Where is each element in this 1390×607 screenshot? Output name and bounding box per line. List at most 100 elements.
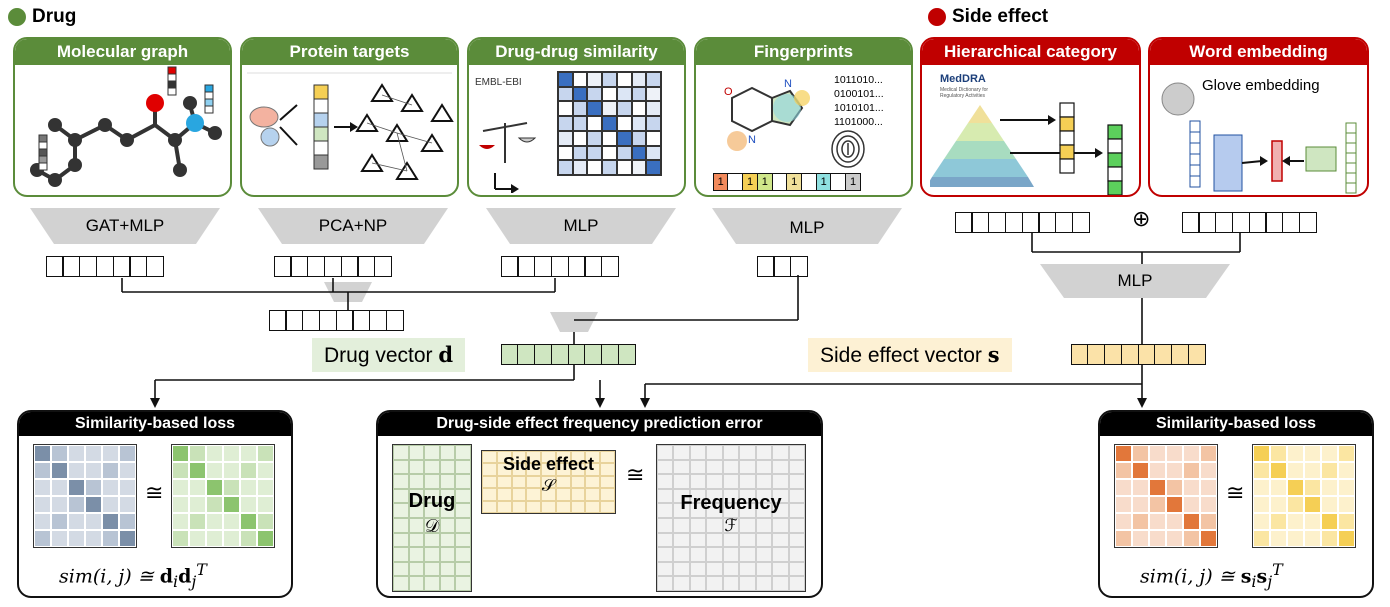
matrix-cell — [455, 459, 471, 475]
frequency-matrix — [656, 444, 806, 592]
matrix-cell — [223, 530, 240, 547]
matrix-cell — [755, 459, 773, 475]
matrix-cell — [1115, 445, 1132, 462]
matrix-cell — [558, 86, 573, 102]
matrix-cell — [616, 145, 632, 161]
matrix-cell — [439, 488, 456, 504]
matrix-cell — [439, 547, 456, 562]
matrix-cell — [602, 116, 617, 131]
matrix-cell — [788, 561, 805, 577]
molecule-graph-icon — [30, 66, 222, 187]
matrix-cell — [102, 530, 119, 547]
matrix-cell — [739, 576, 756, 591]
matrix-cell — [572, 130, 588, 146]
vector-cell — [95, 256, 114, 277]
vector-cell — [62, 256, 81, 277]
vector-cell — [335, 310, 354, 331]
matrix-cell — [600, 475, 615, 489]
vector-cell — [550, 344, 569, 365]
protein-network-icon — [247, 72, 454, 180]
matrix-cell — [1149, 513, 1166, 530]
matrix-cell — [585, 475, 601, 489]
matrix-cell — [85, 445, 102, 462]
matrix-cell — [706, 532, 723, 548]
matrix-cell — [631, 101, 647, 117]
matrix-cell — [526, 451, 542, 464]
matrix-cell — [1321, 445, 1338, 462]
matrix-cell — [788, 459, 805, 475]
matrix-cell — [119, 445, 136, 462]
matrix-cell — [555, 475, 571, 489]
vector-cell — [1198, 212, 1217, 233]
matrix-cell — [1132, 513, 1149, 530]
side-matrix-label: Side effect — [502, 454, 595, 474]
bit-row: 1011010... — [834, 74, 883, 86]
matrix-cell — [511, 488, 527, 501]
matrix-cell — [1149, 496, 1166, 513]
matrix-cell — [189, 462, 206, 479]
matrix-cell — [102, 513, 119, 530]
matrix-cell — [206, 479, 223, 496]
matrix-cell — [1200, 513, 1217, 530]
matrix-cell — [408, 576, 425, 591]
fp-cell: 1 — [742, 173, 759, 191]
svg-text:N: N — [748, 134, 756, 146]
vector-cell — [285, 310, 304, 331]
matrix-cell — [482, 475, 497, 489]
matrix-cell — [424, 547, 440, 562]
matrix-cell — [1253, 513, 1270, 530]
word-embedding-panel: Word embedding Glove embedding — [1148, 37, 1369, 197]
matrix-cell — [455, 576, 471, 591]
matrix-cell — [1304, 513, 1321, 530]
matrix-cell — [689, 503, 707, 518]
matrix-cell — [657, 488, 674, 504]
matrix-cell — [424, 503, 440, 518]
matrix-cell — [1183, 530, 1200, 547]
matrix-cell — [689, 517, 707, 533]
matrix-cell — [439, 474, 456, 489]
matrix-cell — [739, 547, 756, 562]
molecular-graph-title: Molecular graph — [15, 39, 230, 65]
matrix-cell — [585, 488, 601, 501]
matrix-cell — [689, 532, 707, 548]
matrix-cell — [646, 86, 661, 102]
meddra-logo: MedDRA — [940, 73, 986, 85]
matrix-cell — [772, 503, 789, 518]
matrix-cell — [393, 576, 409, 591]
matrix-cell — [1200, 530, 1217, 547]
approx-symbol: ≅ — [145, 480, 164, 505]
matrix-cell — [631, 116, 647, 131]
svg-text:O: O — [724, 86, 733, 98]
matrix-cell — [772, 459, 789, 475]
matrix-cell — [1338, 479, 1355, 496]
protein-targets-panel: Protein targets — [240, 37, 459, 197]
matrix-cell — [119, 530, 136, 547]
matrix-cell — [1270, 496, 1287, 513]
matrix-cell — [424, 576, 440, 591]
matrix-cell — [408, 459, 425, 475]
side-vector — [1070, 344, 1206, 365]
matrix-cell — [1287, 462, 1304, 479]
matrix-cell — [558, 101, 573, 117]
frequency-error-title: Drug-side effect frequency prediction er… — [378, 412, 821, 436]
matrix-cell — [1200, 445, 1217, 462]
fp-cell: 1 — [845, 173, 862, 191]
matrix-cell — [772, 561, 789, 577]
vector-cell — [373, 256, 392, 277]
matrix-cell — [657, 503, 674, 518]
matrix-cell — [455, 517, 471, 533]
matrix-cell — [1115, 513, 1132, 530]
matrix-cell — [408, 445, 425, 460]
matrix-cell — [511, 451, 527, 464]
matrix-cell — [1304, 462, 1321, 479]
matrix-cell — [34, 479, 51, 496]
matrix-cell — [393, 561, 409, 577]
matrix-cell — [1287, 496, 1304, 513]
matrix-cell — [541, 500, 556, 513]
matrix-cell — [511, 475, 527, 489]
matrix-cell — [393, 547, 409, 562]
matrix-cell — [102, 462, 119, 479]
vector-cell — [617, 344, 636, 365]
vector-cell — [600, 256, 619, 277]
